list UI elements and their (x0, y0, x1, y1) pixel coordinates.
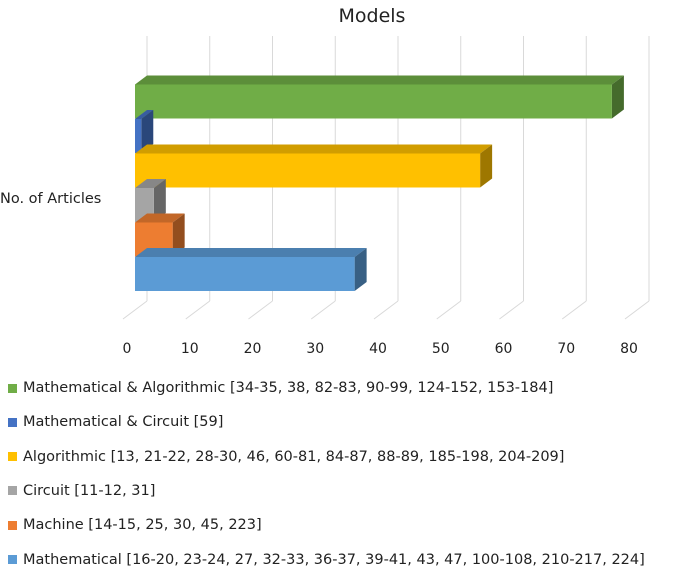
bar-top-face (135, 248, 367, 257)
floor-grid-line (122, 300, 148, 320)
legend-item: Mathematical & Algorithmic [34-35, 38, 8… (8, 376, 553, 400)
bar-top-face (135, 179, 166, 188)
bar-top-face (135, 75, 624, 85)
floor-grid-line (373, 300, 399, 320)
chart-title: Models (339, 5, 406, 27)
bar-side-face (141, 110, 154, 153)
bar-front-face (135, 153, 481, 188)
bar (135, 144, 493, 188)
bar-top-face (135, 110, 154, 119)
x-tick-label: 80 (620, 341, 638, 357)
bar-side-face (153, 179, 166, 222)
bar-side-face (354, 248, 367, 291)
floor-grid-line (248, 300, 273, 320)
bar (135, 110, 154, 153)
bar-top-face (135, 213, 185, 223)
legend-label: Mathematical & Circuit [59] (23, 414, 224, 431)
legend-label: Circuit [11-12, 31] (23, 482, 156, 499)
legend-label: Algorithmic [13, 21-22, 28-30, 46, 60-81… (23, 448, 565, 465)
x-tick-label: 10 (181, 341, 199, 357)
legend-label: Machine [14-15, 25, 30, 45, 223] (23, 517, 262, 534)
legend-swatch (8, 417, 17, 427)
floor-grid-line (310, 300, 336, 320)
bar-front-face (135, 84, 612, 119)
x-tick-label: 0 (123, 341, 132, 357)
bar-side-face (611, 75, 624, 119)
legend-swatch (8, 383, 17, 393)
category-label: No. of Articles (0, 191, 101, 207)
bar (135, 248, 367, 291)
floor-grid-line (561, 300, 587, 320)
legend-item: Mathematical & Circuit [59] (8, 410, 223, 434)
x-tick-label: 50 (432, 341, 450, 357)
x-tick-labels: 0 10 20 30 40 50 60 70 80 (123, 341, 638, 357)
legend-item: Mathematical [16-20, 23-24, 27, 32-33, 3… (8, 548, 645, 572)
x-tick-label: 30 (306, 341, 324, 357)
floor-grid-line (624, 300, 650, 320)
bar-front-face (135, 119, 142, 153)
legend-swatch (8, 486, 17, 496)
legend-item: Circuit [11-12, 31] (8, 479, 155, 503)
floor-grid-line (499, 300, 524, 320)
chart-area: Models 0 10 20 30 40 50 60 70 80 No. of Articles (0, 5, 650, 357)
x-tick-label: 60 (495, 341, 513, 357)
legend-label: Mathematical [16-20, 23-24, 27, 32-33, 3… (23, 551, 645, 568)
bar-side-face (480, 144, 493, 188)
x-tick-label: 20 (244, 341, 262, 357)
bar (135, 75, 624, 119)
legend-item: Machine [14-15, 25, 30, 45, 223] (8, 513, 262, 537)
legend-label: Mathematical & Algorithmic [34-35, 38, 8… (23, 380, 554, 396)
bar-side-face (172, 213, 185, 257)
legend-swatch (8, 555, 17, 564)
bars (135, 75, 624, 291)
bar-front-face (135, 257, 355, 291)
legend-item: Algorithmic [13, 21-22, 28-30, 46, 60-81… (8, 445, 564, 469)
floor-grid-line (185, 300, 211, 320)
legend-swatch (8, 520, 17, 530)
floor-grid-line (436, 300, 462, 320)
x-tick-label: 70 (557, 341, 575, 357)
legend-swatch (8, 452, 17, 462)
x-tick-label: 40 (369, 341, 387, 357)
bar-top-face (135, 144, 493, 154)
